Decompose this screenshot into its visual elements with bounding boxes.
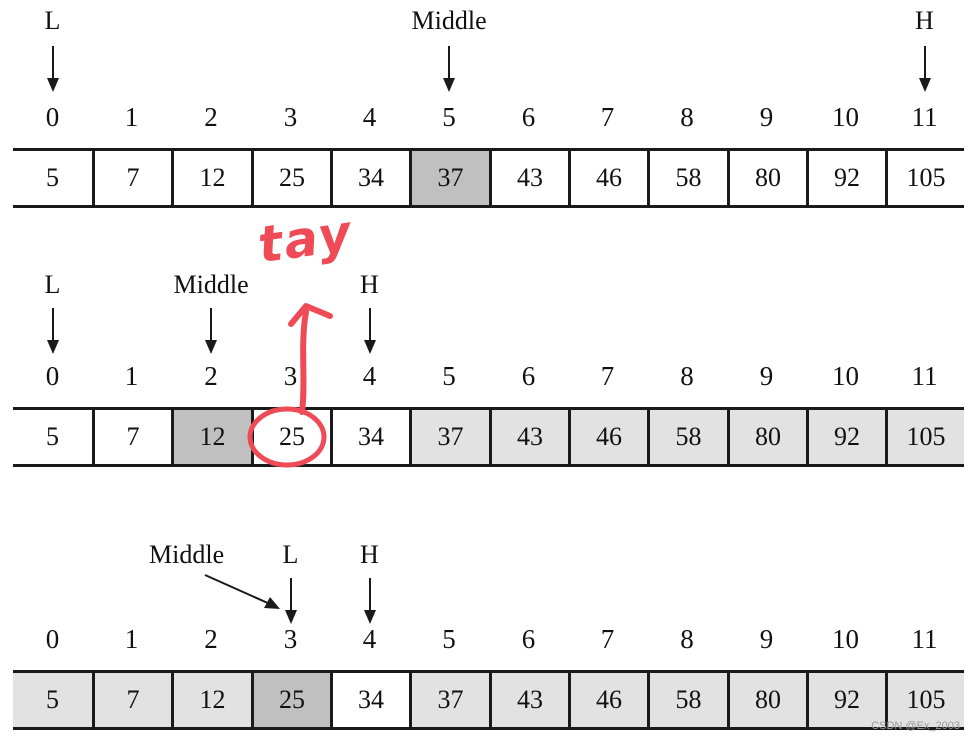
- index-number: 4: [362, 624, 377, 654]
- array-cell: 58: [647, 151, 727, 205]
- array-cell: 105: [885, 673, 964, 727]
- watermark: CSDN @Ex_2003: [871, 720, 960, 732]
- array-cell: 7: [92, 151, 171, 205]
- pointer-label-l: L: [282, 540, 299, 569]
- array-cell: 46: [568, 151, 647, 205]
- array-cell: 12: [171, 410, 251, 464]
- array-cell: 5: [13, 410, 92, 464]
- index-number: 4: [362, 361, 377, 391]
- pointer-label-middle: Middle: [411, 6, 487, 35]
- index-number: 6: [521, 361, 536, 391]
- index-number: 9: [759, 102, 774, 132]
- array-cell: 25: [251, 673, 330, 727]
- array-cell: 37: [409, 410, 489, 464]
- array-cell: 92: [806, 151, 885, 205]
- array-cell: 80: [727, 151, 806, 205]
- index-number: 10: [832, 102, 859, 132]
- array-cell: 34: [330, 151, 409, 205]
- index-number: 5: [442, 361, 456, 391]
- index-number: 7: [600, 361, 615, 391]
- array-cell: 105: [885, 151, 964, 205]
- array-cell: 43: [489, 673, 568, 727]
- index-number: 0: [45, 361, 60, 391]
- pointer-arrow-l: [284, 578, 297, 624]
- index-number: 11: [911, 624, 938, 654]
- pointer-arrow-l: [46, 308, 59, 354]
- index-number: 1: [124, 361, 139, 391]
- array-cell: 46: [568, 410, 647, 464]
- index-number: 10: [832, 624, 859, 654]
- pointer-arrow-h: [363, 308, 376, 354]
- pointer-label-l: L: [44, 6, 61, 35]
- index-number: 8: [680, 624, 694, 654]
- index-number: 8: [680, 102, 694, 132]
- pointer-arrow-middle: [204, 574, 280, 609]
- index-number: 0: [45, 624, 60, 654]
- index-number: 1: [124, 102, 139, 132]
- array-cell: 25: [251, 151, 330, 205]
- hand-drawn-circle: [247, 406, 327, 468]
- array-cell: 12: [171, 673, 251, 727]
- index-number: 11: [911, 361, 938, 391]
- array-cell: 80: [727, 410, 806, 464]
- array-cell: 34: [330, 410, 409, 464]
- array-cell: 43: [489, 151, 568, 205]
- pointer-label-h: H: [915, 6, 934, 35]
- index-number: 3: [283, 102, 298, 132]
- pointer-label-h: H: [360, 540, 379, 569]
- index-number: 4: [362, 102, 377, 132]
- pointer-label-h: H: [360, 270, 379, 299]
- index-number: 5: [442, 102, 456, 132]
- index-number: 7: [600, 102, 615, 132]
- array-cell: 7: [92, 673, 171, 727]
- hand-drawn-arrow-shaft: [299, 309, 309, 415]
- array-cell: 58: [647, 673, 727, 727]
- array-cell: 92: [806, 410, 885, 464]
- pointer-label-l: L: [44, 270, 61, 299]
- array-cell: 5: [13, 151, 92, 205]
- index-number: 7: [600, 624, 615, 654]
- pointer-arrow-l: [46, 46, 59, 92]
- index-number: 8: [680, 361, 694, 391]
- pointer-label-middle: Middle: [149, 540, 225, 569]
- pointer-arrow-middle: [205, 308, 217, 354]
- pointer-arrow-middle: [443, 46, 455, 92]
- index-number: 10: [832, 361, 859, 391]
- array-cell: 80: [727, 673, 806, 727]
- array-cell: 105: [885, 410, 964, 464]
- index-number: 3: [283, 361, 298, 391]
- index-number: 1: [124, 624, 139, 654]
- index-number: 2: [204, 102, 218, 132]
- pointer-arrow-h: [918, 46, 931, 92]
- array-cell: 7: [92, 410, 171, 464]
- array-cell: 58: [647, 410, 727, 464]
- hand-drawn-arrow-head: [288, 303, 333, 327]
- array-cell: 12: [171, 151, 251, 205]
- index-number: 0: [45, 102, 60, 132]
- index-number: 9: [759, 624, 774, 654]
- pointer-arrow-h: [363, 578, 376, 624]
- index-number: 2: [204, 624, 218, 654]
- index-number: 5: [442, 624, 456, 654]
- pointer-label-middle: Middle: [173, 270, 249, 299]
- array-cell: 43: [489, 410, 568, 464]
- index-number: 11: [911, 102, 938, 132]
- index-number: 3: [283, 624, 298, 654]
- array-cell: 5: [13, 673, 92, 727]
- array-cell: 34: [330, 673, 409, 727]
- array-cell: 92: [806, 673, 885, 727]
- index-number: 6: [521, 624, 536, 654]
- array-cell: 46: [568, 673, 647, 727]
- index-number: 2: [204, 361, 218, 391]
- index-number: 6: [521, 102, 536, 132]
- index-number: 9: [759, 361, 774, 391]
- array-cell: 37: [409, 673, 489, 727]
- array-cell: 37: [409, 151, 489, 205]
